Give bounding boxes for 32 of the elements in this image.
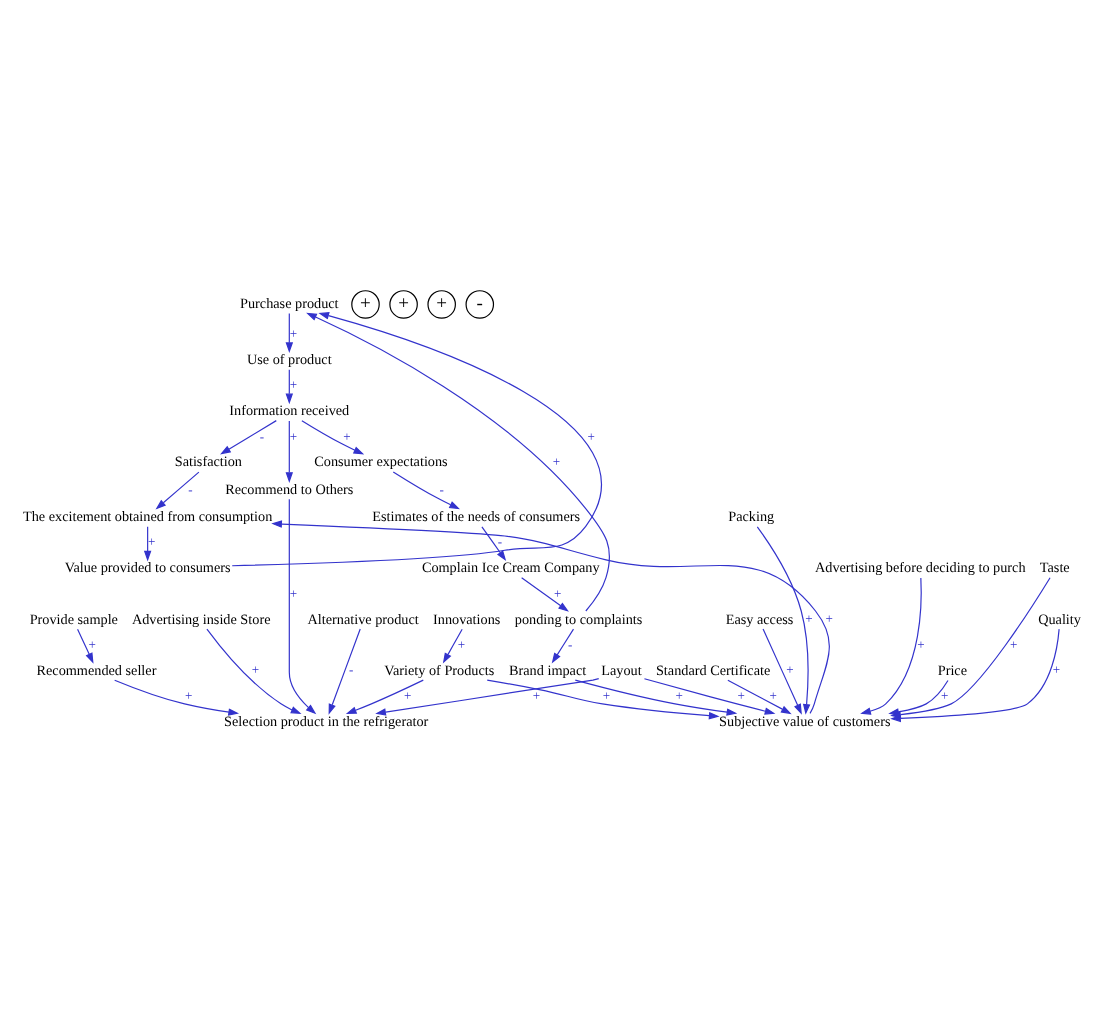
arrow <box>76 627 94 663</box>
arrow <box>756 525 811 714</box>
node-circle: + <box>351 289 380 318</box>
arrow <box>574 678 738 715</box>
arrow <box>727 678 792 714</box>
node-circle: + <box>427 289 456 318</box>
arrow <box>301 419 365 454</box>
arrow <box>114 678 240 715</box>
arrow <box>551 627 575 663</box>
arrow <box>375 677 600 715</box>
arrow <box>521 576 569 611</box>
node-circle: + <box>389 289 418 318</box>
arrow <box>231 311 602 566</box>
node-circle: - <box>465 289 495 318</box>
arrow <box>306 311 611 611</box>
arrow <box>762 627 802 714</box>
arrow <box>643 677 776 714</box>
arrow <box>392 470 460 509</box>
arrow <box>143 525 152 561</box>
arrow <box>285 419 294 482</box>
arrow <box>328 627 361 714</box>
arrow <box>155 470 200 509</box>
arrow <box>486 678 720 719</box>
arrow <box>345 678 424 713</box>
arrow <box>206 627 302 713</box>
arrow <box>442 627 463 663</box>
arrow <box>220 419 277 454</box>
arrow <box>271 519 830 713</box>
arrow <box>285 311 294 353</box>
arrow <box>481 525 507 561</box>
arrow <box>285 368 294 404</box>
arrow <box>288 497 317 714</box>
